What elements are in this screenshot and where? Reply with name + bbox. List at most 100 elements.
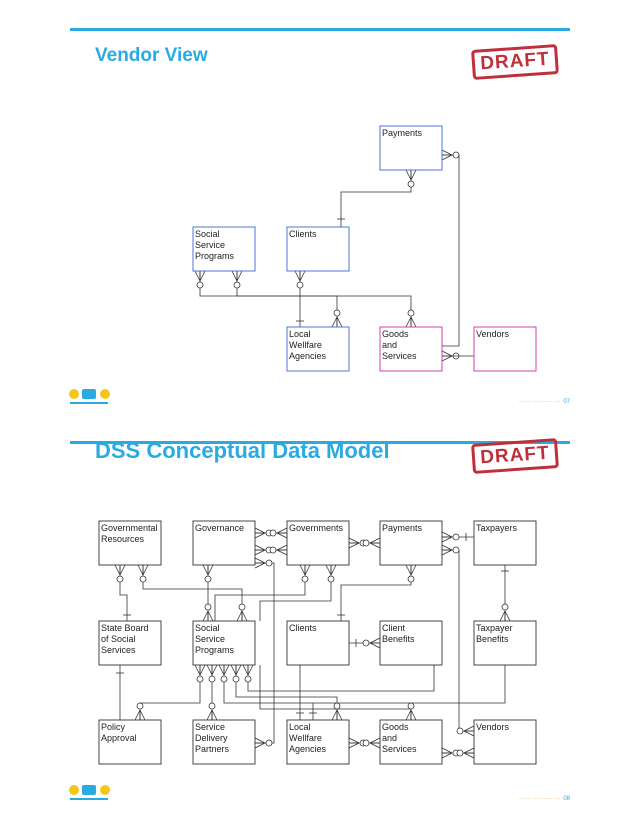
zero-or-many-icon xyxy=(194,664,206,683)
zero-or-many-icon xyxy=(331,309,343,328)
notation-stroke xyxy=(119,564,126,576)
entity-label: State Board xyxy=(101,623,149,633)
entity-label: Vendors xyxy=(476,722,510,732)
notation-stroke xyxy=(456,727,464,735)
notation-stroke xyxy=(223,664,230,676)
notation-stroke xyxy=(452,151,460,159)
entity-box xyxy=(286,620,350,666)
notation-stroke xyxy=(206,709,213,721)
notation-stroke xyxy=(456,749,464,757)
entity-box xyxy=(379,520,443,566)
notation-stroke xyxy=(254,544,266,551)
notation-stroke xyxy=(204,575,212,583)
notation-stroke xyxy=(407,702,415,710)
relationship-line xyxy=(259,565,332,621)
notation-stroke xyxy=(333,309,341,317)
notation-stroke xyxy=(369,537,381,544)
notation-stroke xyxy=(202,564,209,576)
entity-label: Governmental xyxy=(101,523,158,533)
notation-stroke xyxy=(202,610,209,622)
zero-or-many-icon xyxy=(294,270,306,289)
relationship-line xyxy=(235,665,338,720)
notation-stroke xyxy=(501,603,509,611)
entity-box xyxy=(473,620,537,666)
footer-text: ·· ····· ··· ········ ···· xyxy=(518,399,561,405)
entity-box xyxy=(192,226,256,272)
notation-stroke xyxy=(405,169,412,181)
zero-or-many-icon xyxy=(230,664,242,683)
notation-stroke xyxy=(254,549,266,556)
notation-stroke xyxy=(276,544,288,551)
entity-label: of Social xyxy=(101,634,136,644)
notation-stroke xyxy=(369,737,381,744)
entity-governments: Governments xyxy=(286,520,350,566)
entity-box xyxy=(379,125,443,171)
notation-stroke xyxy=(348,537,360,544)
zero-or-many-icon xyxy=(405,702,417,721)
relationship-line xyxy=(142,565,243,621)
relationship-line xyxy=(223,665,506,704)
notation-stroke xyxy=(199,664,206,676)
notation-stroke xyxy=(369,742,381,749)
notation-stroke xyxy=(362,639,370,647)
entity-box xyxy=(473,326,537,372)
notation-stroke xyxy=(196,675,204,683)
entity-label: Clients xyxy=(289,623,317,633)
zero-or-many-icon xyxy=(441,149,460,161)
notation-stroke xyxy=(136,702,144,710)
notation-stroke xyxy=(331,316,338,328)
notation-stroke xyxy=(208,702,216,710)
entity-label: Partners xyxy=(195,744,230,754)
notation-stroke xyxy=(116,575,124,583)
zero-or-many-icon xyxy=(441,747,460,759)
notation-stroke xyxy=(276,527,288,534)
header-rule xyxy=(70,441,570,444)
notation-stroke xyxy=(196,281,204,289)
zero-or-many-icon xyxy=(206,702,218,721)
entity-label: Service xyxy=(195,722,225,732)
notation-stroke xyxy=(441,752,453,759)
entity-label: Services xyxy=(382,351,417,361)
notation-stroke xyxy=(362,539,370,547)
notation-stroke xyxy=(139,575,147,583)
notation-stroke xyxy=(299,270,306,282)
page-number: 07 xyxy=(563,399,570,405)
notation-stroke xyxy=(269,529,277,537)
entity-label: Social xyxy=(195,623,220,633)
zero-or-many-icon xyxy=(218,664,230,683)
entity-box xyxy=(286,326,350,372)
notation-stroke xyxy=(331,709,338,721)
notation-stroke xyxy=(463,725,475,732)
zero-or-many-icon xyxy=(254,527,273,539)
entity-label: Service xyxy=(195,634,225,644)
notation-stroke xyxy=(348,542,360,549)
entity-box xyxy=(286,719,350,765)
notation-stroke xyxy=(235,664,242,676)
notation-stroke xyxy=(218,664,225,676)
notation-stroke xyxy=(330,564,337,576)
entity-taxpayers: Taxpayers xyxy=(473,520,537,566)
entity-clients: Clients xyxy=(286,226,350,272)
entity-label: and xyxy=(382,733,397,743)
zero-or-many-icon xyxy=(325,564,337,583)
notation-stroke xyxy=(410,709,417,721)
notation-stroke xyxy=(233,281,241,289)
zero-or-many-icon xyxy=(362,737,381,749)
entity-label: Resources xyxy=(101,534,145,544)
notation-stroke xyxy=(441,531,453,538)
notation-stroke xyxy=(441,747,453,754)
notation-stroke xyxy=(407,575,415,583)
notation-stroke xyxy=(238,603,246,611)
notation-stroke xyxy=(327,575,335,583)
notation-stroke xyxy=(254,557,266,564)
notation-stroke xyxy=(207,610,214,622)
notation-stroke xyxy=(463,747,475,754)
